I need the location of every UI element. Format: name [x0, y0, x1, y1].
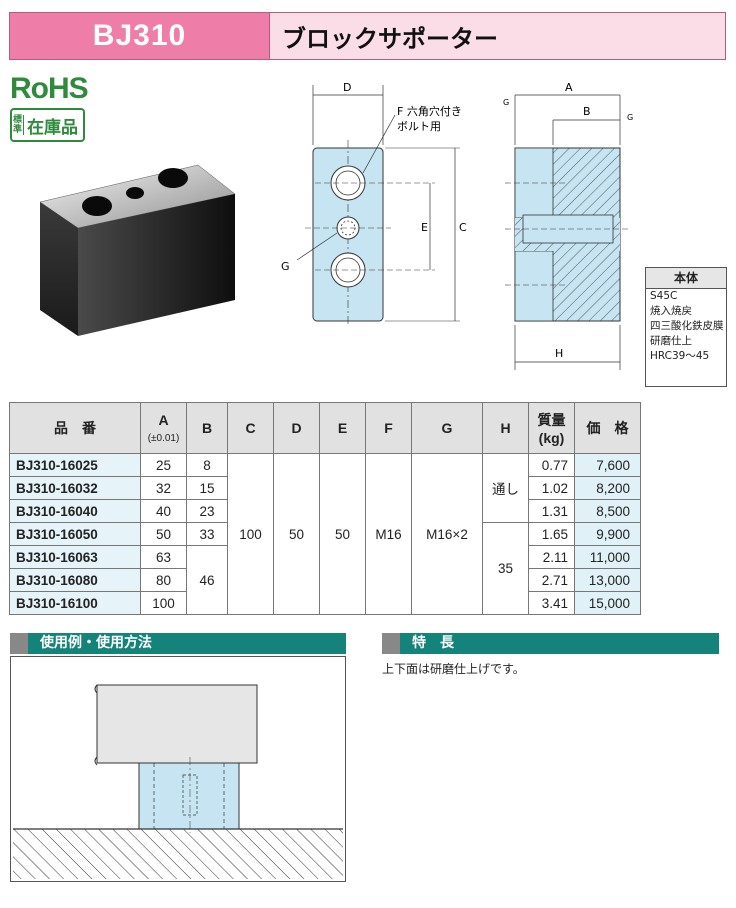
- cell-e: 50: [319, 453, 366, 615]
- front-view-drawing: D F 六角穴付き ボルト用 G E C: [281, 81, 467, 325]
- product-title: ブロックサポーター: [270, 12, 726, 60]
- label-c: C: [459, 221, 467, 234]
- cell-a: 25: [140, 453, 187, 477]
- material-line: 研磨仕上: [650, 335, 692, 347]
- cell-part: BJ310-16063: [9, 545, 141, 569]
- product-photo: [39, 164, 236, 336]
- cell-part: BJ310-16040: [9, 499, 141, 523]
- label-finish-right: G: [627, 113, 633, 122]
- header-g: G: [411, 402, 483, 454]
- cell-mass: 0.77: [528, 453, 575, 477]
- material-line: S45C: [650, 290, 678, 302]
- material-line: 焼入焼戻: [650, 305, 692, 317]
- cell-mass: 1.02: [528, 476, 575, 500]
- cell-b: 23: [186, 499, 228, 523]
- usage-illustration: [10, 656, 346, 882]
- table-header-row: 品 番 A(±0.01) B C D E F G H 質量(kg) 価 格: [9, 402, 641, 454]
- header-part: 品 番: [9, 402, 141, 454]
- stock-badge: 標準 在庫品: [10, 108, 85, 142]
- label-e: E: [421, 221, 428, 234]
- header-c: C: [227, 402, 274, 454]
- label-d: D: [343, 81, 351, 94]
- header-d: D: [273, 402, 320, 454]
- cell-price: 11,000: [574, 545, 641, 569]
- cell-part: BJ310-16025: [9, 453, 141, 477]
- stock-vertical-label: 標準: [12, 115, 24, 135]
- cell-price: 7,600: [574, 453, 641, 477]
- usage-title: 使用例・使用方法: [40, 635, 152, 651]
- header-h: H: [482, 402, 529, 454]
- cell-mass: 1.31: [528, 499, 575, 523]
- cell-g: M16×2: [411, 453, 483, 615]
- cell-a: 50: [140, 522, 187, 546]
- section-tab-marker: [382, 633, 400, 654]
- label-f-line1: F 六角穴付き: [397, 104, 462, 118]
- label-b: B: [583, 105, 591, 118]
- label-a: A: [565, 81, 573, 94]
- cell-d: 50: [273, 453, 320, 615]
- usage-section-bar: 使用例・使用方法: [10, 633, 346, 654]
- cell-b: 15: [186, 476, 228, 500]
- cell-mass: 3.41: [528, 591, 575, 615]
- table-row: BJ310-16040 40 23 1.31 8,500: [9, 499, 641, 523]
- header-a: A(±0.01): [140, 402, 187, 454]
- label-g: G: [281, 260, 290, 273]
- cell-a: 100: [140, 591, 187, 615]
- section-view-drawing: A B G G H: [503, 81, 633, 370]
- cell-price: 9,900: [574, 522, 641, 546]
- label-finish-left: G: [503, 98, 509, 107]
- cell-h-top: 通し: [482, 453, 529, 523]
- model-title: BJ310: [9, 12, 270, 60]
- table-row: BJ310-16063 63 46 2.11 11,000: [9, 545, 641, 615]
- cell-part: BJ310-16100: [9, 591, 141, 615]
- feature-section-bar: 特 長: [382, 633, 719, 654]
- material-box: 本体 S45C 焼入焼戻 四三酸化鉄皮膜 研磨仕上 HRC39～45: [645, 267, 727, 387]
- section-tab-marker: [10, 633, 28, 654]
- stock-label: 在庫品: [27, 117, 78, 138]
- table-row: BJ310-16100 100 3.41 15,000: [9, 591, 641, 615]
- cell-c: 100: [227, 453, 274, 615]
- cell-part: BJ310-16032: [9, 476, 141, 500]
- cell-h-bottom: 35: [482, 522, 529, 615]
- header-b: B: [186, 402, 228, 454]
- cell-a: 40: [140, 499, 187, 523]
- cell-mass: 2.71: [528, 568, 575, 592]
- material-line: 四三酸化鉄皮膜: [650, 320, 724, 332]
- rohs-logo: RoHS: [10, 72, 89, 105]
- cell-b: 33: [186, 522, 228, 546]
- usage-drawing: [13, 684, 343, 879]
- cell-price: 13,000: [574, 568, 641, 592]
- cell-b: 8: [186, 453, 228, 477]
- header-e: E: [319, 402, 366, 454]
- cell-price: 8,500: [574, 499, 641, 523]
- cell-price: 8,200: [574, 476, 641, 500]
- label-h: H: [555, 347, 563, 360]
- material-heading: 本体: [646, 268, 726, 289]
- cell-mass: 2.11: [528, 545, 575, 569]
- cell-f: M16: [365, 453, 412, 615]
- material-line: HRC39～45: [650, 350, 710, 362]
- header-mass: 質量(kg): [528, 402, 575, 454]
- label-f-line2: ボルト用: [397, 120, 441, 133]
- spec-table: 品 番 A(±0.01) B C D E F G H 質量(kg) 価 格 BJ…: [9, 402, 641, 615]
- cell-part: BJ310-16050: [9, 522, 141, 546]
- table-row: BJ310-16032 32 15 1.02 8,200: [9, 476, 641, 500]
- cell-part: BJ310-16080: [9, 568, 141, 592]
- feature-text: 上下面は研磨仕上げです。: [382, 662, 525, 676]
- cell-a: 80: [140, 568, 187, 592]
- table-row: BJ310-16080 80 2.71 13,000: [9, 568, 641, 592]
- table-row: BJ310-16025 25 8 100 50 50 M16 M16×2 通し …: [9, 453, 641, 615]
- feature-title: 特 長: [412, 635, 454, 651]
- table-row: BJ310-16050 50 33 35 1.65 9,900: [9, 522, 641, 615]
- cell-a: 63: [140, 545, 187, 569]
- cell-mass: 1.65: [528, 522, 575, 546]
- cell-price: 15,000: [574, 591, 641, 615]
- cell-a: 32: [140, 476, 187, 500]
- cell-b-merged: 46: [186, 545, 228, 615]
- header-f: F: [365, 402, 412, 454]
- header-price: 価 格: [574, 402, 641, 454]
